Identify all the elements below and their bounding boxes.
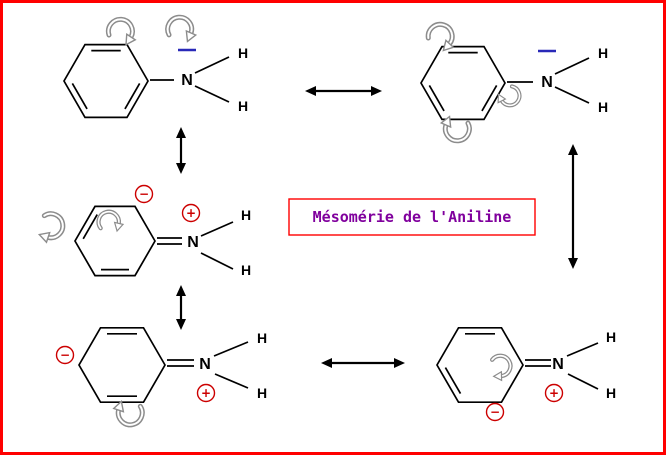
minus-circle (134, 184, 154, 204)
page-title: Mésomérie de l'Aniline (313, 208, 512, 226)
nitrogen-label: N (181, 72, 193, 89)
minus-circle (485, 402, 505, 422)
structure-aniline-bottom-right: − N + H H (436, 326, 616, 422)
resonance-arrow-horizontal-top (305, 86, 382, 96)
nh-bond (567, 373, 599, 390)
benzene-ring (436, 326, 524, 404)
curved-arrow-icon (96, 208, 125, 236)
nh-bond (194, 56, 230, 74)
arrow-head (176, 285, 186, 296)
nitrogen-label: N (541, 74, 553, 91)
nitrogen-label: N (199, 356, 211, 373)
double-bond-inner-line (428, 85, 445, 112)
title-border (288, 198, 536, 236)
aniline-mesomerism-diagram: N H H N H H (3, 3, 616, 455)
hydrogen-label: H (238, 98, 248, 114)
resonance-arrow-horizontal-bottom (321, 358, 405, 368)
double-bond-inner-line (71, 83, 88, 110)
minus-charge-badge: − (134, 184, 154, 204)
double-bond-inner-line (444, 367, 462, 395)
resonance-arrow-vertical-left-lower (176, 285, 186, 330)
plus-charge-badge: + (544, 383, 564, 403)
nh-bond (200, 252, 234, 270)
arrow-head (176, 319, 186, 330)
resonance-arrow-vertical-left-upper (176, 127, 186, 174)
plus-charge-badge: + (196, 383, 216, 403)
title-box: Mésomérie de l'Aniline (288, 198, 536, 236)
nitrogen-label: N (552, 356, 564, 373)
arrow-head (394, 358, 405, 368)
arrow-head (568, 258, 578, 269)
hydrogen-label: H (241, 262, 251, 278)
arrow-head (568, 144, 578, 155)
plus-charge-badge: + (181, 203, 201, 223)
minus-charge-badge: − (55, 345, 75, 365)
benzene-ring (63, 43, 149, 119)
hydrogen-label: H (606, 329, 616, 345)
double-bond-inner-line (82, 214, 98, 240)
structure-aniline-top-right: N H H (420, 22, 608, 144)
double-bond-inner-line (481, 85, 498, 112)
hydrogen-label: H (598, 99, 608, 115)
arrow-head (176, 163, 186, 174)
curved-arrow-icon (440, 114, 471, 144)
hydrogen-label: H (241, 207, 251, 223)
resonance-arrow-vertical-right (568, 144, 578, 269)
arrow-head (305, 86, 316, 96)
minus-label: − (139, 187, 149, 201)
curved-arrow-icon (108, 19, 135, 44)
arrow-head (371, 86, 382, 96)
arrow-head (321, 358, 332, 368)
nh-bond (213, 341, 249, 357)
minus-charge-badge: − (485, 402, 505, 422)
benzene-ring (420, 45, 506, 121)
nh-bond (194, 85, 230, 103)
curved-arrow-icon (485, 352, 516, 383)
plus-circle (181, 203, 201, 223)
curved-arrow-icon (166, 15, 197, 45)
benzene-ring (74, 205, 156, 277)
hydrogen-label: H (238, 45, 248, 61)
minus-circle (55, 345, 75, 365)
curved-arrow-icon (495, 82, 523, 111)
curved-arrow-icon (35, 211, 66, 243)
structure-aniline-middle-left: − + N H H (35, 184, 251, 278)
plus-circle (544, 383, 564, 403)
plus-label: + (201, 386, 211, 400)
double-bond-inner-line (124, 83, 141, 110)
structure-aniline-top-left: N H H (63, 15, 248, 119)
nh-bond (566, 342, 599, 357)
benzene-ring (78, 326, 166, 404)
nh-bond (200, 221, 234, 237)
arrow-head (176, 127, 186, 138)
nh-bond (554, 86, 590, 104)
minus-label: − (490, 405, 500, 419)
nh-bond (214, 373, 249, 389)
plus-label: + (549, 386, 559, 400)
structure-aniline-bottom-left: − N + H H (55, 326, 267, 428)
hydrogen-label: H (598, 45, 608, 61)
nh-bond (554, 57, 590, 75)
nitrogen-label: N (187, 234, 199, 251)
hydrogen-label: H (257, 330, 267, 346)
plus-label: + (186, 206, 196, 220)
hydrogen-label: H (606, 385, 616, 401)
plus-circle (196, 383, 216, 403)
hydrogen-label: H (257, 385, 267, 401)
minus-label: − (60, 348, 70, 362)
